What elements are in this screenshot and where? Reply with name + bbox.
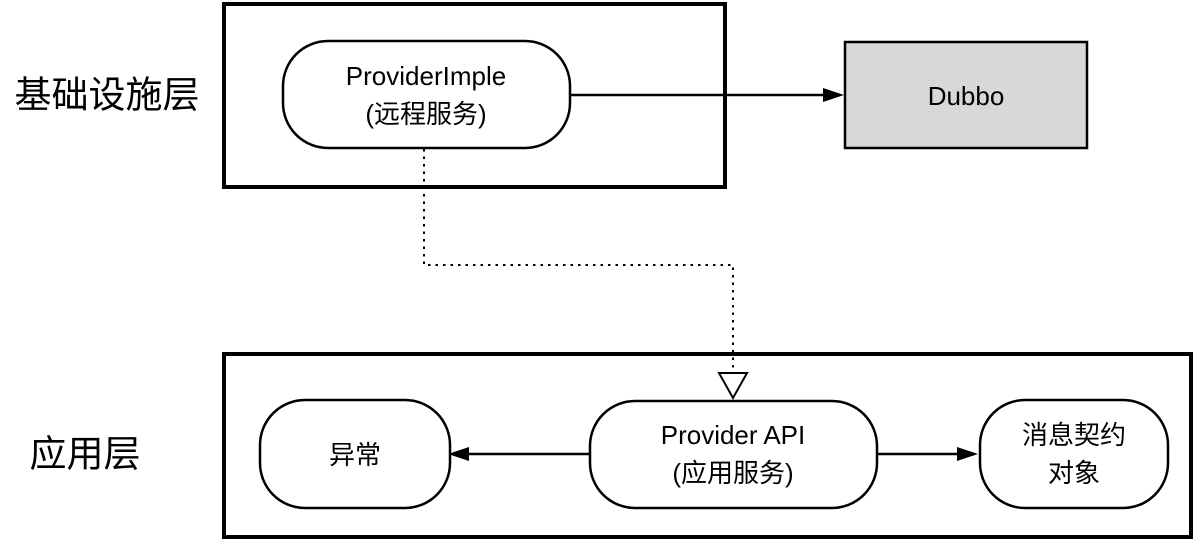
provider-api-node: Provider API (应用服务) [588, 399, 879, 510]
infrastructure-layer-label: 基础设施层 [15, 75, 200, 116]
provider-api-shape [588, 399, 879, 510]
provider-imple-shape [281, 39, 572, 150]
exception-node: 异常 [258, 398, 452, 510]
provider-imple-name: ProviderImple [346, 61, 506, 91]
dubbo-node: Dubbo [843, 40, 1089, 150]
arrowhead-to-message-contract [957, 447, 978, 461]
dubbo-name: Dubbo [928, 81, 1005, 111]
exception-name: 异常 [329, 440, 381, 470]
provider-api-name: Provider API [661, 420, 806, 450]
open-triangle-arrowhead [717, 372, 749, 401]
message-contract-name-line2: 对象 [1048, 458, 1100, 488]
message-contract-name: 消息契约 [1022, 420, 1126, 450]
provider-imple-node: ProviderImple (远程服务) [281, 39, 572, 150]
message-contract-node: 消息契约 对象 [978, 398, 1170, 510]
message-contract-shape [978, 398, 1170, 510]
application-layer-label: 应用层 [30, 434, 141, 475]
dubbo-shape [843, 40, 1089, 150]
arrowhead-to-exception [448, 447, 469, 461]
provider-api-subtitle: (应用服务) [672, 458, 793, 488]
exception-shape [258, 398, 452, 510]
arrowhead-to-dubbo [823, 88, 844, 102]
dotted-dependency-connector [423, 149, 734, 372]
provider-imple-subtitle: (远程服务) [365, 99, 486, 129]
